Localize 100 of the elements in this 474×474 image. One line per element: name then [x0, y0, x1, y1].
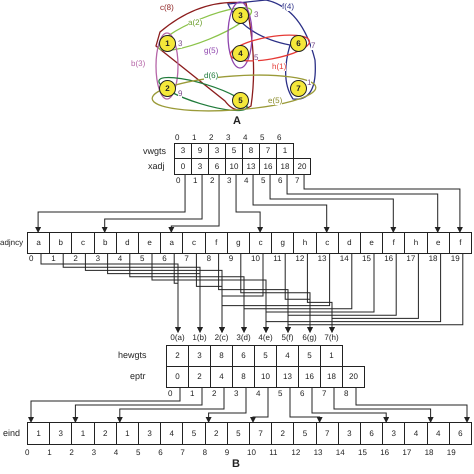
array-cell: 7: [249, 422, 272, 445]
index-label: 3: [234, 390, 238, 398]
index-label: 4: [244, 177, 248, 185]
weight-label: 7: [311, 42, 316, 50]
array-cell: c: [71, 232, 95, 254]
connector-arrow: [28, 386, 180, 423]
index-label: 1: [193, 177, 198, 185]
connector-arrow: [312, 386, 390, 423]
array-cell: 1: [276, 143, 294, 159]
index-label: 5: [140, 255, 144, 263]
array-cell: 5: [226, 422, 250, 445]
hyperedge-index-label: 3(d): [232, 332, 255, 343]
index-label: 6: [278, 177, 282, 185]
array-cell: 3: [138, 422, 162, 445]
index-label: 18: [424, 449, 434, 457]
array-cell: 7: [316, 422, 339, 445]
hyperedge-index-label: 5(f): [276, 332, 299, 343]
index-label: 5: [278, 390, 282, 398]
array-cell: e: [138, 232, 162, 254]
connector-arrow: [290, 386, 323, 423]
array-cell: 2: [94, 422, 117, 445]
index-label: 18: [428, 255, 438, 263]
weight-label: 5: [254, 54, 258, 62]
array-cell: f: [382, 232, 406, 254]
index-label: 11: [273, 255, 282, 263]
array-cell: 6: [448, 422, 472, 445]
index-label: 11: [269, 449, 278, 457]
connector-arrow: [329, 252, 419, 333]
array-cell: 3: [338, 422, 361, 445]
connector-arrow: [168, 174, 220, 233]
connector-arrow: [107, 252, 203, 333]
connector-arrow: [250, 386, 268, 423]
index-label: 16: [380, 449, 390, 457]
index-label: 8: [202, 449, 208, 457]
array-cell: 2: [271, 422, 294, 445]
panel-label: A: [233, 116, 241, 127]
array-cell: c: [249, 232, 272, 254]
array-cell: 6: [360, 422, 384, 445]
index-label: 6: [162, 255, 167, 263]
array-cell: d: [116, 232, 139, 254]
connector-arrow: [72, 386, 202, 423]
hyperedge-label: c(8): [160, 4, 174, 12]
index-label: 5: [136, 449, 140, 457]
index-label: 3: [92, 449, 96, 457]
array-cell: h: [293, 232, 317, 254]
weight-label: 1: [307, 79, 312, 87]
hyperedge-label: d(6): [204, 72, 218, 80]
weight-label: 9: [178, 90, 182, 98]
index-label: 4: [114, 449, 118, 457]
connector-arrow: [285, 252, 464, 333]
index-label: 15: [358, 449, 367, 457]
connector-arrow: [270, 174, 396, 233]
row-label: xadj: [148, 162, 165, 171]
index-label: 1: [192, 134, 196, 142]
vertex-circle: 4: [232, 45, 249, 62]
index-label: 1: [190, 390, 194, 398]
hyperedge-index-label: 6(g): [298, 332, 321, 343]
index-label: 6: [277, 134, 282, 142]
array-cell: 1: [116, 422, 139, 445]
index-label: 4: [118, 255, 122, 263]
hyperedge-index-label: 7(h): [320, 332, 343, 343]
index-label: 9: [228, 255, 234, 263]
hyperedge-index-label: 2(c): [210, 332, 233, 343]
connector-arrow: [252, 174, 330, 233]
index-label: 12: [295, 255, 304, 263]
hyperedge-label: b(3): [131, 60, 146, 68]
hyperedge-label: a(2): [188, 19, 202, 27]
array-cell: 2: [166, 345, 189, 367]
index-label: 10: [247, 449, 256, 457]
vertex-circle: 1: [159, 35, 176, 52]
index-label: 14: [340, 255, 349, 263]
array-cell: b: [49, 232, 72, 254]
index-label: 12: [291, 449, 300, 457]
weight-label: 3: [178, 40, 182, 48]
array-cell: 0: [166, 366, 189, 388]
index-label: 17: [402, 449, 412, 457]
array-cell: 1: [27, 422, 50, 445]
index-label: 8: [206, 255, 212, 263]
index-label: 3: [96, 255, 100, 263]
row-label: eind: [3, 429, 20, 438]
row-label: eptr: [130, 372, 146, 381]
index-label: 9: [224, 449, 230, 457]
array-cell: 3: [382, 422, 406, 445]
index-label: 0: [175, 134, 180, 142]
array-cell: c: [316, 232, 339, 254]
index-label: 7: [295, 177, 300, 185]
connector-arrow: [206, 386, 246, 423]
array-cell: e: [360, 232, 384, 254]
index-label: 19: [446, 449, 456, 457]
array-cell: g: [226, 232, 250, 254]
vertex-circle: 6: [290, 35, 307, 52]
panel-label: B: [232, 459, 240, 470]
connector-arrow: [35, 174, 186, 233]
array-cell: 4: [426, 422, 450, 445]
array-cell: c: [182, 232, 206, 254]
index-label: 0: [25, 449, 30, 457]
hyperedge-label: f(4): [282, 3, 294, 11]
connector-arrow: [174, 252, 181, 333]
connector-arrow: [356, 386, 470, 423]
array-cell: 20: [342, 366, 365, 388]
